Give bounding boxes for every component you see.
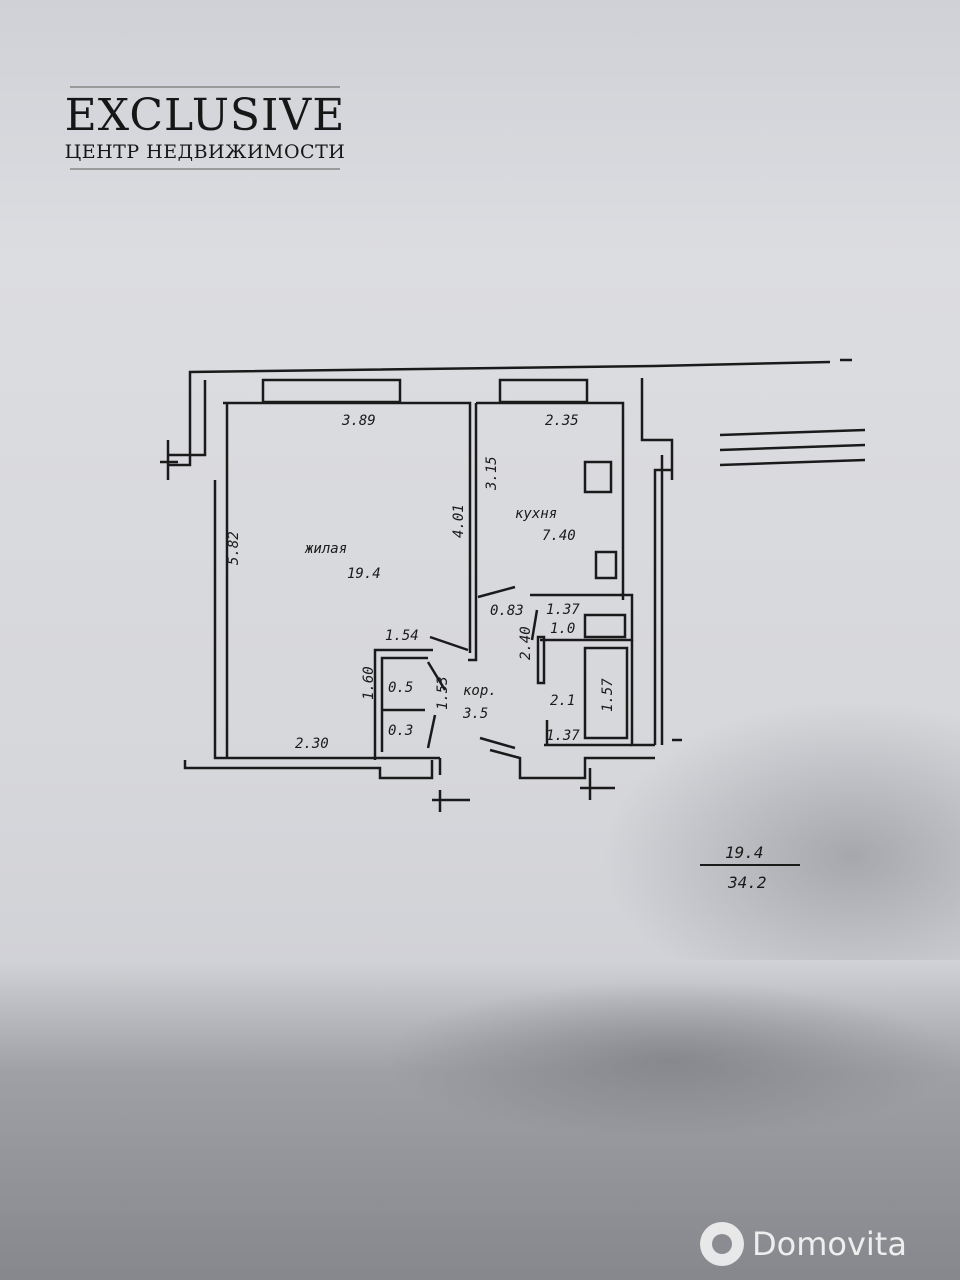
corridor-area: 3.5 [462,706,488,722]
watermark: Domovita [700,1222,907,1266]
window [261,378,402,404]
dim-living-bottom: 2.30 [295,736,329,752]
door-swing [429,635,469,652]
closet-wall [380,656,428,752]
bathroom-wall [540,593,634,642]
outer-wall [213,480,440,760]
living-name: жилая [304,541,347,557]
corridor-name: кор. [463,683,497,699]
dim-closet-door: 1.53 [435,676,451,710]
toilet-area: 1.0 [550,621,575,637]
outer-wall [168,364,656,467]
closet-wall [373,648,433,760]
dim-bath-side: 2.40 [518,626,534,660]
sink [594,550,618,580]
door-swing [426,714,437,749]
stair-line [719,443,866,452]
dim-living-top: 3.89 [341,413,376,429]
living-area: 19.4 [347,566,381,582]
walls [160,358,866,866]
kitchen-area: 7.40 [542,528,576,544]
stove [583,460,613,494]
logo-rule [70,86,340,88]
outer-wall [640,378,674,480]
outer-wall [183,760,434,780]
bathtub [583,646,629,740]
kitchen-wall [476,401,625,600]
door-swing [479,736,516,750]
stair-line [719,428,866,437]
summary-living: 19.4 [725,843,764,862]
outer-wall [168,380,207,457]
kitchen-name: кухня [515,506,557,522]
living-room-wall [223,401,472,653]
dim-tub: 1.57 [600,678,616,712]
closet1-area: 0.5 [388,680,413,696]
dim-bath-bottom: 1.37 [546,728,580,744]
door-swing [530,609,539,641]
bathroom-wall [536,635,546,685]
outer-wall [489,748,655,780]
partition-wall [468,403,478,662]
dim-closet-side: 1.60 [361,666,377,700]
logo-title: EXCLUSIVE [64,90,346,141]
dim-toilet-top: 1.37 [546,602,580,618]
logo-subtitle: ЦЕНТР НЕДВИЖИМОСТИ [64,141,346,163]
logo-rule [70,168,340,170]
domovita-logo-icon [700,1222,744,1266]
toilet-fixture [583,613,627,639]
bath-area: 2.1 [550,693,575,709]
dim-083: 0.83 [490,603,524,619]
watermark-text: Domovita [752,1225,907,1263]
agency-logo: EXCLUSIVE ЦЕНТР НЕДВИЖИМОСТИ [50,82,360,174]
window [498,378,589,404]
closet2-area: 0.3 [388,723,413,739]
stair-line [719,458,866,467]
summary-total: 34.2 [727,873,767,892]
dim-living-right: 4.01 [451,504,467,538]
dim-living-left: 5.82 [226,531,242,565]
dim-kitchen-left: 3.15 [484,456,500,491]
outer-wall [654,360,831,368]
door-swing [477,585,516,599]
dim-corridor-top: 1.54 [385,628,419,644]
bathroom-wall [630,640,655,747]
dim-kitchen-top: 2.35 [545,413,579,429]
outer-wall [653,468,672,745]
door-swing [426,661,447,691]
